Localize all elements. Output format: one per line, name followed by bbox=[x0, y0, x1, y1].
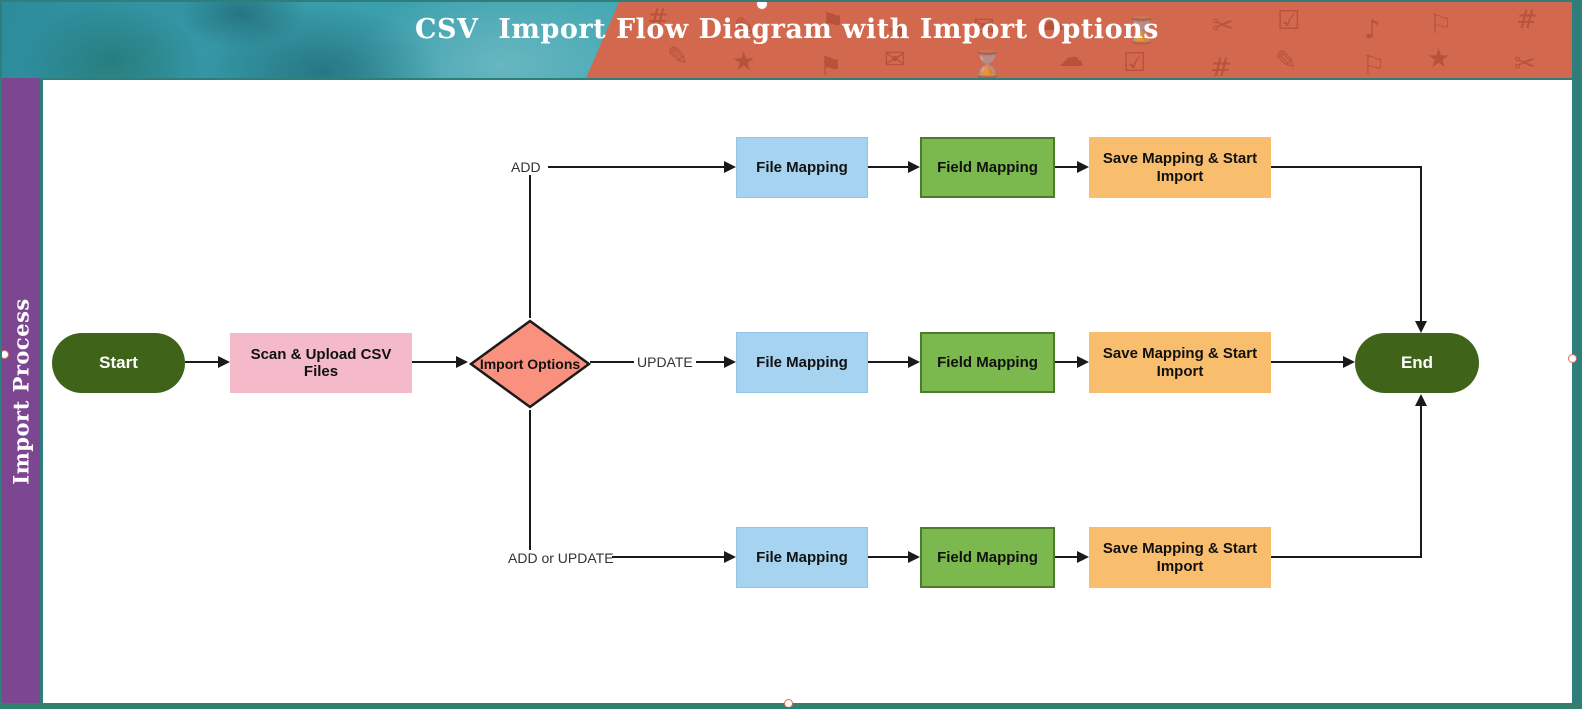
edge-label-add-or-update: ADD or UPDATE bbox=[505, 550, 617, 566]
doodle-icon: ☁ bbox=[1038, 7, 1064, 37]
doodle-icon: ☑ bbox=[1123, 48, 1147, 78]
save-mapping-node-bottom[interactable]: Save Mapping & Start Import bbox=[1089, 527, 1271, 588]
field-mapping-node-mid[interactable]: Field Mapping bbox=[920, 332, 1055, 393]
connector-aou-file bbox=[612, 556, 724, 558]
arrowhead-up-icon bbox=[1415, 394, 1427, 406]
doodle-icon: ✂ bbox=[1212, 11, 1234, 41]
doodle-icon: ⌛ bbox=[1125, 16, 1158, 46]
doodle-icon: # bbox=[1516, 5, 1538, 35]
doodle-icon: ☑ bbox=[1277, 6, 1301, 36]
doodle-icon: ★ bbox=[732, 47, 756, 77]
field-mapping-node-top[interactable]: Field Mapping bbox=[920, 137, 1055, 198]
doodle-icon: ⌛ bbox=[971, 50, 1004, 80]
file-mapping-label: File Mapping bbox=[756, 353, 848, 371]
doodle-icon: ⚐ bbox=[1362, 51, 1386, 80]
connector-scan-decision bbox=[412, 361, 456, 363]
arrowhead-right-icon bbox=[456, 356, 468, 368]
left-resize-handle[interactable] bbox=[2, 350, 9, 359]
doodle-icon: ♪ bbox=[1364, 15, 1381, 45]
doodle-icon: ★ bbox=[1427, 44, 1451, 74]
decision-label: Import Options bbox=[479, 356, 581, 372]
connector-save-end-top-v bbox=[1420, 166, 1422, 321]
arrowhead-right-icon bbox=[1077, 356, 1089, 368]
doodle-icon: ⚐ bbox=[1429, 10, 1453, 40]
doodle-icon: ⚑ bbox=[819, 52, 843, 80]
scan-upload-label: Scan & Upload CSV Files bbox=[250, 345, 392, 380]
edge-label-update: UPDATE bbox=[634, 354, 696, 370]
arrowhead-right-icon bbox=[908, 356, 920, 368]
arrowhead-right-icon bbox=[1077, 161, 1089, 173]
doodle-icon: ✎ bbox=[734, 13, 756, 43]
field-mapping-label: Field Mapping bbox=[937, 353, 1038, 371]
lane-header[interactable]: Import Process bbox=[2, 78, 40, 705]
top-resize-handle[interactable] bbox=[756, 2, 768, 10]
arrowhead-right-icon bbox=[1343, 356, 1355, 368]
arrowhead-down-icon bbox=[1415, 321, 1427, 333]
connector-field-save-bottom bbox=[1055, 556, 1077, 558]
doodle-icon: ☁ bbox=[1058, 43, 1084, 73]
start-node[interactable]: Start bbox=[52, 333, 185, 393]
end-node[interactable]: End bbox=[1355, 333, 1479, 393]
lane-title: Import Process bbox=[8, 298, 34, 485]
connector-start-scan bbox=[185, 361, 218, 363]
frame-right-border bbox=[1572, 2, 1580, 707]
connector-decision-down bbox=[529, 410, 531, 550]
connector-save-end-bottom-v bbox=[1420, 406, 1422, 558]
file-mapping-node-top[interactable]: File Mapping bbox=[736, 137, 868, 198]
save-mapping-node-top[interactable]: Save Mapping & Start Import bbox=[1089, 137, 1271, 198]
connector-save-end-bottom-h bbox=[1271, 556, 1422, 558]
doodle-icon: ⚑ bbox=[821, 8, 845, 38]
arrowhead-right-icon bbox=[218, 356, 230, 368]
save-mapping-node-mid[interactable]: Save Mapping & Start Import bbox=[1089, 332, 1271, 393]
file-mapping-label: File Mapping bbox=[756, 548, 848, 566]
edge-label-add: ADD bbox=[508, 159, 544, 175]
banner-photo bbox=[2, 2, 642, 78]
arrowhead-right-icon bbox=[908, 551, 920, 563]
save-mapping-label: Save Mapping & Start Import bbox=[1102, 540, 1258, 575]
doodle-icon: ✎ bbox=[667, 42, 689, 72]
doodle-icon: # bbox=[647, 4, 669, 34]
start-label: Start bbox=[99, 353, 138, 372]
connector-add-file bbox=[548, 166, 724, 168]
file-mapping-node-mid[interactable]: File Mapping bbox=[736, 332, 868, 393]
field-mapping-label: Field Mapping bbox=[937, 158, 1038, 176]
bottom-resize-handle[interactable] bbox=[784, 699, 793, 707]
connector-file-field-bottom bbox=[868, 556, 908, 558]
diagram-title: CSV Import Flow Diagram with Import Opti… bbox=[415, 14, 1159, 45]
connector-file-field-top bbox=[868, 166, 908, 168]
arrowhead-right-icon bbox=[724, 161, 736, 173]
connector-save-end-mid bbox=[1271, 361, 1343, 363]
save-mapping-label: Save Mapping & Start Import bbox=[1102, 150, 1258, 185]
arrowhead-right-icon bbox=[908, 161, 920, 173]
doodle-icon: # bbox=[1210, 53, 1232, 80]
banner: #✎⚑★✉☁⌛✂☑♪⚐#✎★⚑✉⌛☁☑#✎⚐★✂ CSV Import Flow… bbox=[2, 2, 1572, 80]
connector-field-save-mid bbox=[1055, 361, 1077, 363]
doodle-icon: ★ bbox=[886, 17, 910, 47]
save-mapping-label: Save Mapping & Start Import bbox=[1102, 345, 1258, 380]
right-resize-handle[interactable] bbox=[1568, 354, 1577, 363]
arrowhead-right-icon bbox=[724, 356, 736, 368]
lane-border bbox=[40, 78, 43, 705]
doodle-icon: ✉ bbox=[884, 45, 906, 75]
file-mapping-node-bottom[interactable]: File Mapping bbox=[736, 527, 868, 588]
connector-save-end-top-h bbox=[1271, 166, 1422, 168]
doodle-icon: ✉ bbox=[973, 12, 995, 42]
connector-field-save-top bbox=[1055, 166, 1077, 168]
doodle-icon: ✎ bbox=[1275, 46, 1297, 76]
field-mapping-node-bottom[interactable]: Field Mapping bbox=[920, 527, 1055, 588]
doodle-icon: ✂ bbox=[1514, 49, 1536, 79]
banner-orange-panel: #✎⚑★✉☁⌛✂☑♪⚐#✎★⚑✉⌛☁☑#✎⚐★✂ bbox=[586, 2, 1572, 80]
arrowhead-right-icon bbox=[724, 551, 736, 563]
arrowhead-right-icon bbox=[1077, 551, 1089, 563]
field-mapping-label: Field Mapping bbox=[937, 548, 1038, 566]
connector-file-field-mid bbox=[868, 361, 908, 363]
scan-upload-node[interactable]: Scan & Upload CSV Files bbox=[230, 333, 412, 393]
banner-doodles: #✎⚑★✉☁⌛✂☑♪⚐#✎★⚑✉⌛☁☑#✎⚐★✂ bbox=[586, 2, 1572, 80]
file-mapping-label: File Mapping bbox=[756, 158, 848, 176]
end-label: End bbox=[1400, 353, 1434, 372]
connector-decision-up bbox=[529, 174, 531, 318]
decision-node[interactable] bbox=[468, 318, 592, 410]
